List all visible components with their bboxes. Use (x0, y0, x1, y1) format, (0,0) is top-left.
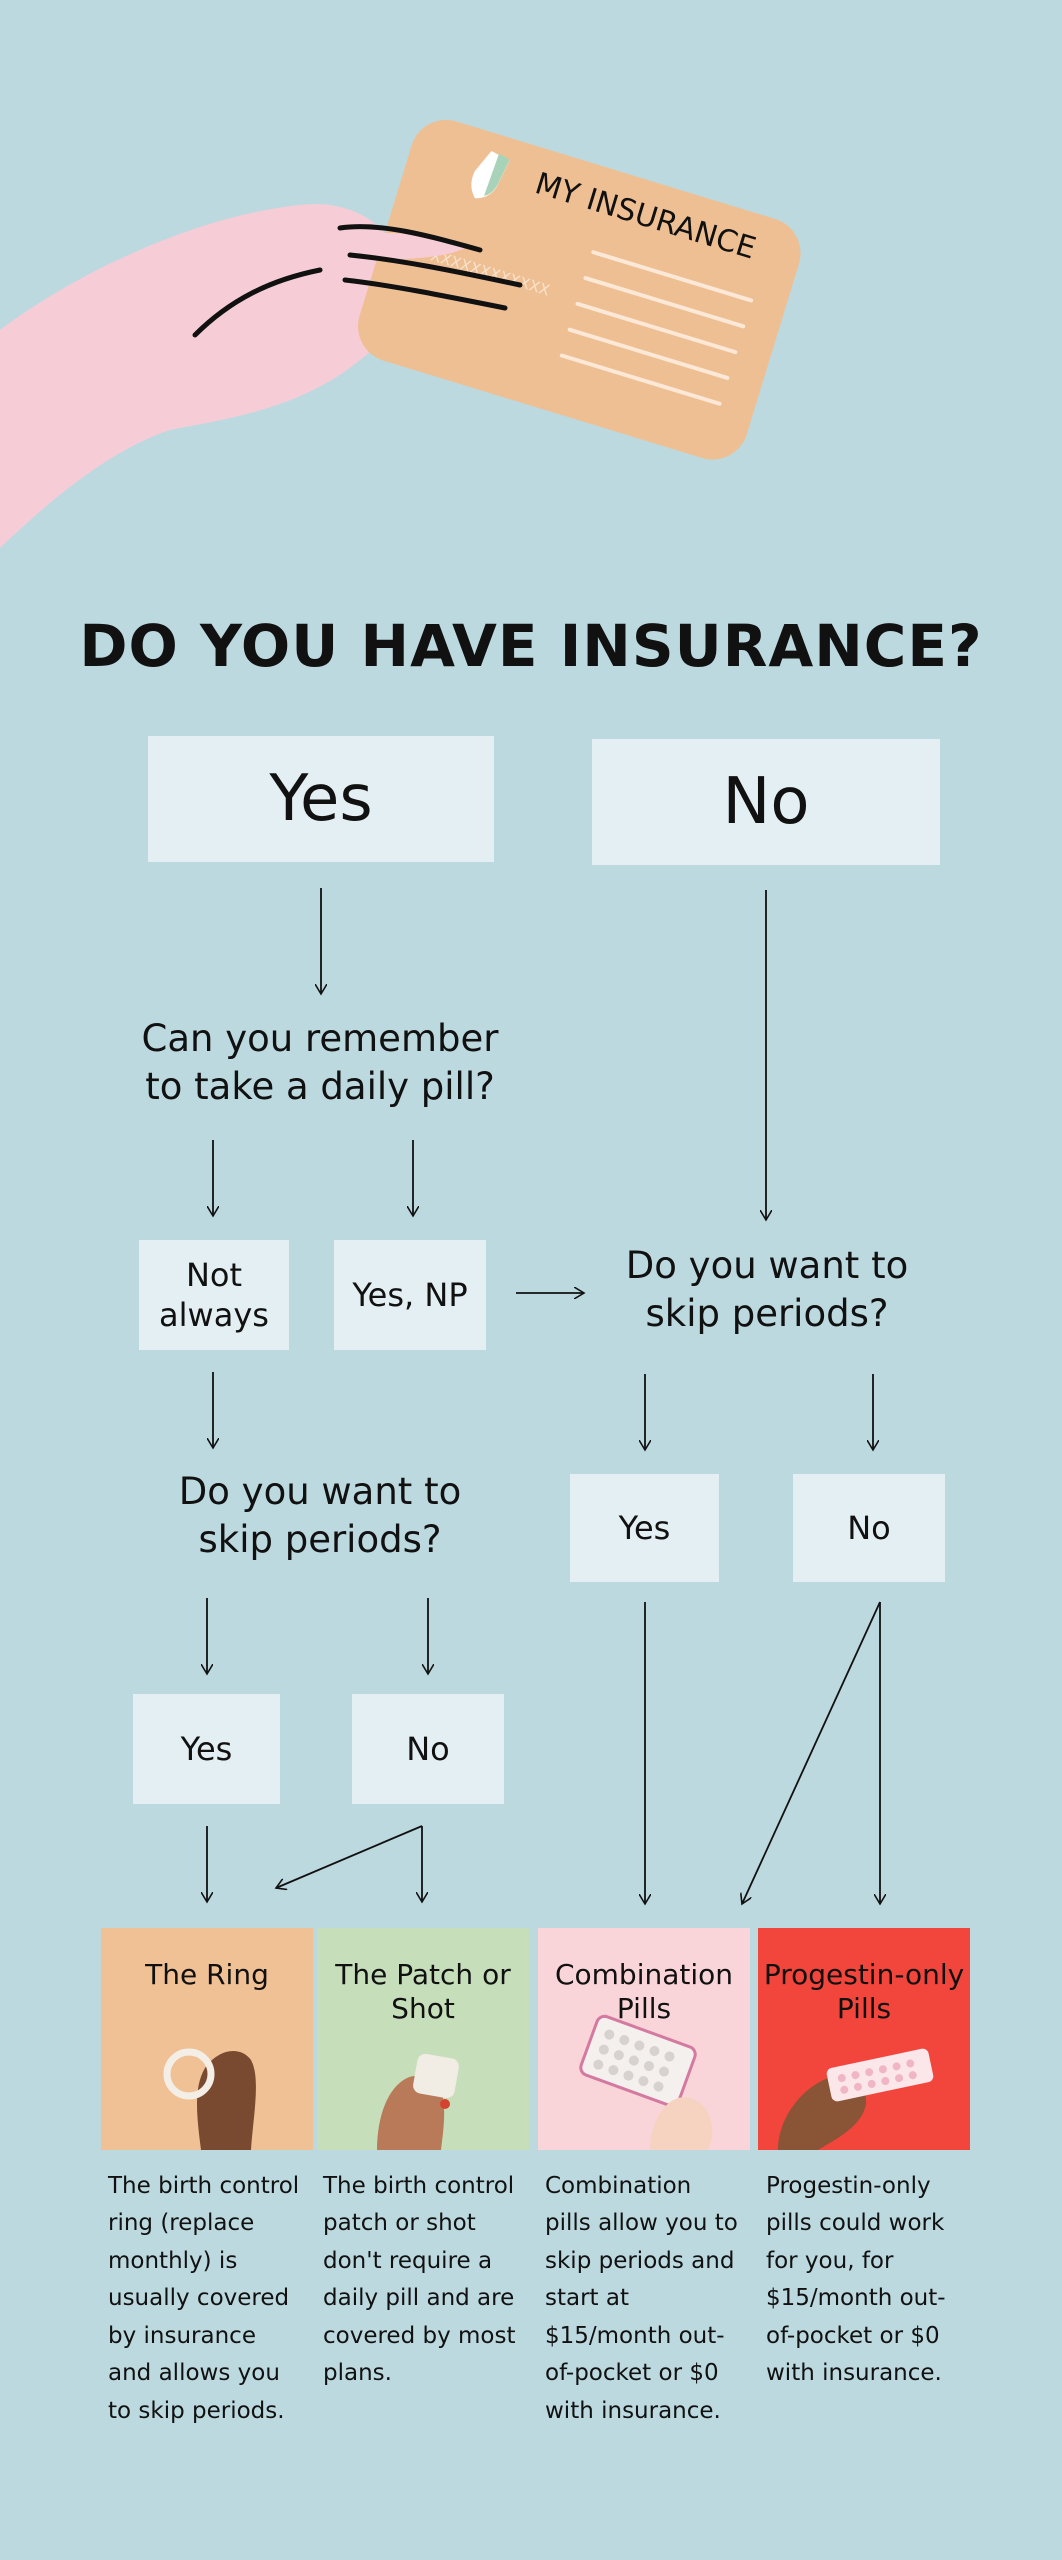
answer-skip-left-yes-box: Yes (133, 1694, 280, 1804)
answer-no-label: No (722, 765, 810, 839)
insurance-card: MY INSURANCE ID: XXXXXXXXXXXX (358, 119, 801, 460)
method-card-progestin: Progestin-only Pills (758, 1928, 970, 2150)
method-combination-title: Combination Pills (554, 1958, 734, 2025)
answer-skip-right-no-label: No (847, 1509, 891, 1547)
arrow-right-no-to-combination (742, 1601, 881, 1904)
method-ring-title: The Ring (145, 1958, 269, 1991)
page-title: DO YOU HAVE INSURANCE? (79, 612, 983, 680)
answer-yes-np-box: Yes, NP (334, 1240, 486, 1350)
method-card-ring: The Ring (101, 1928, 313, 2150)
answer-skip-left-no-box: No (352, 1694, 504, 1804)
answer-yes-box: Yes (148, 736, 494, 862)
method-progestin-description: Progestin-only pills could work for you,… (766, 2173, 946, 2387)
answer-not-always-label: Not always (159, 1256, 269, 1334)
question-daily-pill: Can you remember to take a daily pill? (141, 1017, 499, 1109)
method-card-patch-shot: The Patch or Shot (317, 1928, 529, 2150)
answer-not-always-box: Not always (139, 1240, 289, 1350)
answer-no-box: No (592, 739, 940, 865)
method-patch-title: The Patch or Shot (335, 1958, 511, 2025)
insurance-card-illustration: MY INSURANCE ID: XXXXXXXXXXXX (0, 119, 801, 548)
method-combination-description: Combination pills allow you to skip peri… (545, 2173, 738, 2424)
answer-skip-right-yes-box: Yes (570, 1474, 719, 1582)
question-skip-periods-right: Do you want to skip periods? (625, 1244, 909, 1336)
arrow-left-no-to-ring (276, 1825, 423, 1888)
method-patch-description: The birth control patch or shot don't re… (323, 2173, 516, 2387)
method-progestin-title: Progestin-only Pills (763, 1958, 965, 2025)
question-skip-periods-left: Do you want to skip periods? (178, 1470, 462, 1562)
ring-hand-icon (163, 2048, 256, 2150)
answer-skip-left-no-label: No (406, 1730, 450, 1768)
answer-skip-left-yes-label: Yes (180, 1730, 233, 1768)
answer-yes-label: Yes (269, 762, 373, 836)
combination-pills-icon (579, 2014, 713, 2150)
answer-skip-right-no-box: No (793, 1474, 945, 1582)
hand-illustration (0, 204, 402, 548)
patch-hand-icon (377, 2053, 459, 2150)
method-ring-description: The birth control ring (replace monthly)… (108, 2173, 300, 2424)
method-card-combination: Combination Pills (538, 1928, 750, 2150)
answer-skip-right-yes-label: Yes (618, 1509, 671, 1547)
progestin-pills-icon (778, 2048, 934, 2150)
answer-yes-np-label: Yes, NP (352, 1276, 468, 1314)
